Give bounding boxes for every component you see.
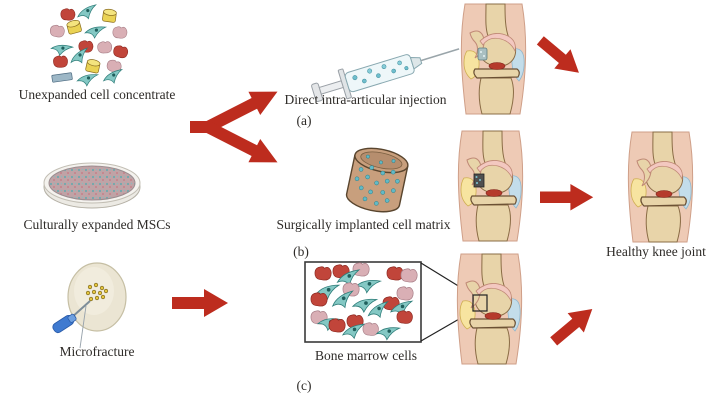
magnified-region-square	[472, 294, 488, 312]
branch-arrow-icon	[190, 91, 278, 163]
cell-matrix-cylinder-icon	[345, 147, 409, 213]
arrow-microfracture-icon	[172, 289, 228, 317]
cell-cluster-icon	[49, 4, 129, 88]
bone-marrow-cells-box-icon	[304, 261, 422, 343]
healthy-knee-joint-icon	[627, 131, 694, 243]
panel-b-label: (b)	[293, 244, 309, 259]
injected-cells-patch	[477, 47, 488, 61]
arrow-c-to-outcome-icon	[545, 299, 601, 351]
arrow-b-to-outcome-icon	[540, 183, 594, 211]
panel-c-label: (c)	[296, 378, 312, 393]
healthy-knee-joint-label: Healthy knee joint	[606, 244, 706, 259]
arrow-a-to-outcome-icon	[532, 30, 588, 83]
implanted-cell-matrix-label: Surgically implanted cell matrix	[276, 217, 451, 232]
culturally-expanded-mscs-label: Culturally expanded MSCs	[23, 217, 171, 232]
petri-dish-icon	[43, 162, 141, 209]
knee-joint-implant-icon	[457, 130, 524, 242]
matrix-implant-patch	[473, 173, 485, 188]
unexpanded-cell-concentrate-label: Unexpanded cell concentrate	[18, 87, 176, 102]
knee-joint-marrow-icon	[456, 253, 523, 365]
microfracture-label: Microfracture	[59, 344, 135, 359]
microfracture-awl-icon	[52, 262, 127, 349]
knee-joint-injection-icon	[460, 3, 527, 115]
panel-a-label: (a)	[296, 113, 312, 128]
bone-marrow-cells-label: Bone marrow cells	[315, 348, 417, 363]
direct-injection-label: Direct intra-articular injection	[284, 92, 447, 107]
syringe-icon	[311, 48, 460, 102]
